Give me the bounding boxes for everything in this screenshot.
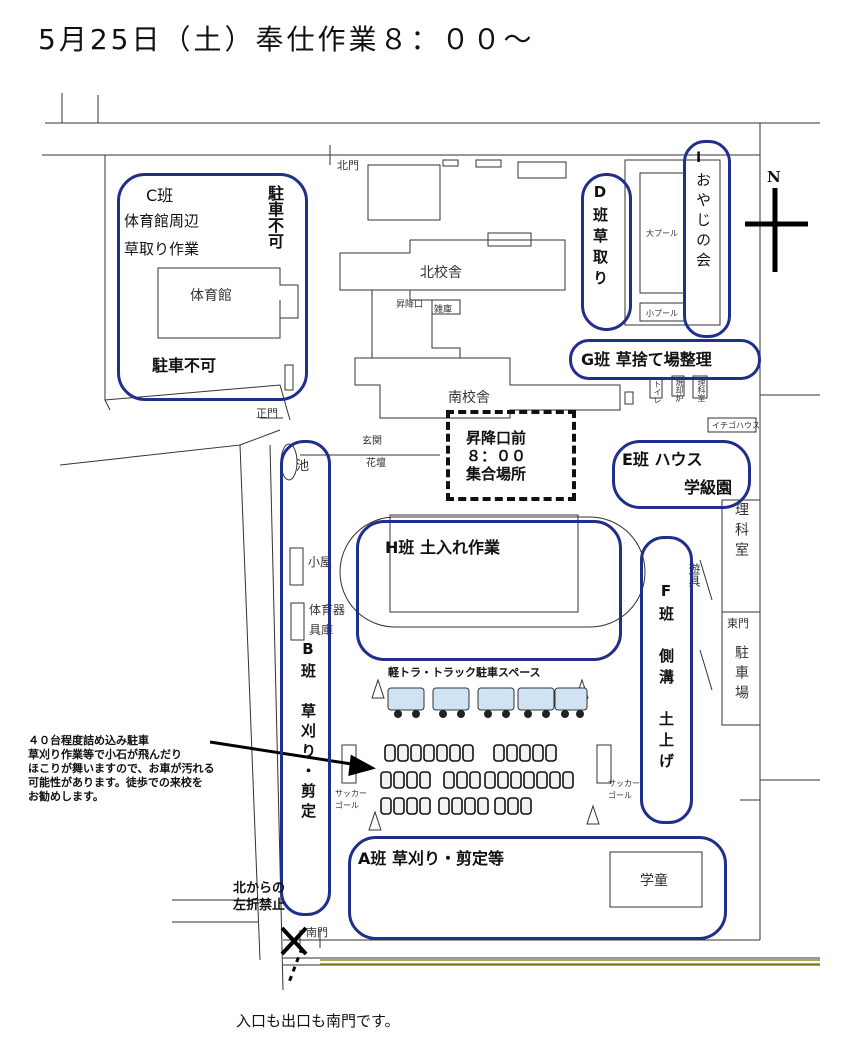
south-wing-label: 南校舎	[448, 390, 490, 406]
truck-icons	[387, 687, 588, 718]
gate-main-label: 正門	[256, 407, 278, 420]
team-c-zone	[117, 173, 308, 401]
genkan-label: 玄関	[362, 436, 382, 447]
gakudou-label: 学童	[640, 873, 668, 889]
soccer-goal-left-label: サッカーゴール	[335, 789, 367, 810]
team-a-label: A班 草刈り・剪定等	[358, 849, 504, 868]
meeting-line3: 集合場所	[466, 465, 527, 483]
team-d-zone	[581, 173, 632, 331]
meeting-line1: 昇降口前	[466, 429, 527, 447]
team-h-zone	[356, 520, 622, 661]
big-pool-label: 大プール	[646, 229, 678, 238]
team-d-label: D班草取り	[591, 183, 609, 291]
team-f-zone	[640, 536, 693, 824]
team-e-head: E班 ハウス	[622, 450, 703, 469]
no-left-turn-note: 北からの 左折禁止	[233, 881, 286, 913]
team-i-body: おやじの会	[694, 172, 712, 272]
compass-rose	[745, 188, 808, 272]
no-parking-gym: 駐車不可	[152, 356, 217, 375]
entrance-note: 入口も出口も南門です。	[236, 1012, 400, 1030]
small-pool-label: 小プール	[646, 309, 678, 318]
gym-label: 体育館	[190, 288, 232, 304]
parked-cars	[380, 744, 574, 815]
team-g-zone	[569, 339, 761, 380]
meeting-point-zone	[446, 410, 576, 501]
team-c-line1: 体育館周辺	[124, 212, 200, 230]
flowerbed-label: 花壇	[366, 458, 386, 469]
team-b-label: B班 草刈り・剪定	[299, 640, 317, 823]
page-title: 5月25日（土）奉仕作業８：００～	[38, 23, 535, 56]
gate-north-label: 北門	[337, 159, 359, 172]
team-c-line2: 草取り作業	[124, 240, 200, 258]
toilet-label: トイレ	[653, 380, 662, 404]
lab-garden-label: 理科室	[733, 502, 749, 562]
gate-east-label: 東門	[727, 617, 749, 630]
team-i-zone	[683, 140, 731, 338]
soccer-goal-right-label: サッカーゴール	[608, 779, 640, 800]
hut-label: 小屋	[308, 555, 333, 569]
team-a-zone	[348, 836, 727, 940]
parking-note: ４０台程度詰め込み駐車 草刈り作業等で小石が飛んだり ほこりが舞いますので、お車…	[28, 734, 215, 803]
team-c-head: C班	[146, 186, 174, 205]
greenhouse-label: イチゴハウス	[712, 421, 760, 430]
entrance-label: 昇降口	[396, 300, 424, 310]
compass-label: N	[767, 168, 781, 186]
team-e-tail: 学級園	[684, 478, 733, 497]
north-wing-label: 北校舎	[420, 265, 462, 281]
entrance-path	[286, 947, 304, 986]
truck-space-label: 軽トラ・トラック駐車スペース	[388, 666, 541, 679]
parking-lot-label: 駐車場	[733, 645, 749, 705]
kiln-label: 焼却炉	[675, 378, 684, 402]
team-b-zone	[280, 440, 331, 916]
parking-arrow	[209, 740, 376, 777]
lab-label: 理科室	[697, 378, 706, 402]
meeting-line2: ８：００	[466, 447, 527, 465]
no-parking-vertical: 駐車不可	[265, 185, 284, 249]
team-e-zone	[612, 440, 751, 509]
team-h-label: H班 土入れ作業	[385, 538, 500, 557]
equipment-label: 体育器具庫	[309, 603, 346, 637]
storage-label: 雑庫	[434, 305, 453, 315]
team-f-label: F班 側溝 土上げ	[657, 582, 675, 774]
gate-south-label: 南門	[306, 926, 328, 939]
team-i-head: I	[696, 150, 702, 166]
team-g-label: G班 草捨て場整理	[581, 350, 712, 369]
